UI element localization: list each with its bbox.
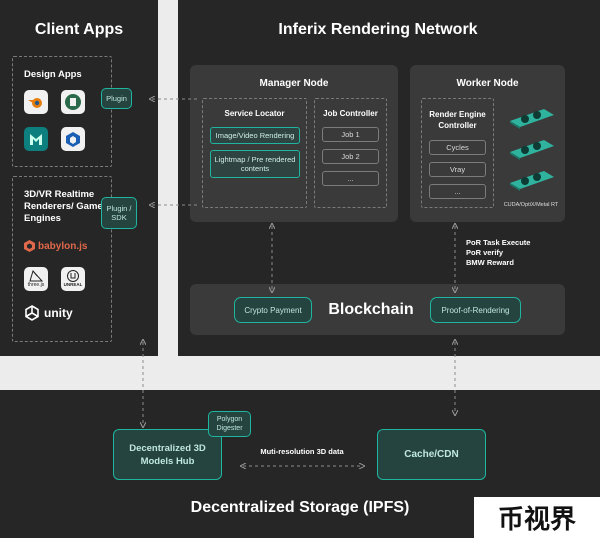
realtime-engines-title: 3D/VR Realtime Renderers/ Game Engines [24,189,103,224]
rendering-network-title: Inferix Rendering Network [278,21,478,38]
blockchain-title: Blockchain [328,301,414,318]
job-2-item: Job 2 [322,149,379,164]
service-locator-title: Service Locator [224,109,285,118]
unity-logo: unity [24,305,73,321]
cycles-item: Cycles [429,140,486,155]
storage-title: Decentralized Storage (IPFS) [190,499,410,516]
unreal-icon: UNREAL [61,267,85,291]
realtime-engines-box [12,176,112,342]
image-video-rendering-item: Image/Video Rendering [210,127,300,144]
vray-item: Vray [429,162,486,177]
proof-of-rendering-tag: Proof-of-Rendering [430,297,521,323]
lightmap-item: Lightmap / Pre rendered contents [210,150,300,178]
blender-icon [24,90,48,114]
service-locator-box [202,98,307,208]
sketchup-icon [61,127,85,151]
watermark-text: 币视界 [497,505,576,535]
job-controller-box [314,98,387,208]
gpu-card-icon [510,140,554,160]
por-verify: PoR verify [466,248,504,257]
client-apps-title: Client Apps [34,21,124,38]
job-1-item: Job 1 [322,127,379,142]
por-task-execute: PoR Task Execute [466,238,531,247]
multires-label: Muti-resolution 3D data [260,447,344,456]
bmw-reward: BMW Reward [466,258,514,267]
design-apps-title: Design Apps [24,69,82,80]
gpu-label: CUDA/OptiX/Metal RT [503,202,559,208]
polygon-digester-tag: Polygon Digester [208,411,251,437]
render-engine-controller-title: Render Engine Controller [429,110,486,130]
job-controller-title: Job Controller [323,109,378,118]
worker-node-title: Worker Node [456,78,519,89]
engine-more-item: ... [429,184,486,199]
gpu-card-icon [510,171,554,191]
por-notes: PoR Task Execute PoR verify BMW Reward [466,238,530,268]
crypto-payment-tag: Crypto Payment [234,297,312,323]
manager-node-title: Manager Node [259,78,329,89]
gpu-card-icon [510,109,554,129]
cache-cdn-box: Cache/CDN [377,429,486,480]
plugin-sdk-tag: Plugin / SDK [101,197,137,229]
models-hub-box: Decentralized 3D Models Hub [113,429,222,480]
houdini-icon [61,90,85,114]
threejs-icon: three.js [24,267,48,291]
design-apps-box [12,56,112,167]
watermark: 币视界 [474,497,600,538]
plugin-tag: Plugin [101,88,132,109]
render-engine-controller-box [421,98,494,208]
job-more-item: ... [322,171,379,186]
unity-label: unity [44,306,73,320]
babylon-logo: babylon.js [24,240,87,252]
3ds-max-icon [24,127,48,151]
unreal-label: UNREAL [63,282,83,287]
babylon-label: babylon.js [38,240,88,252]
threejs-label: three.js [27,282,45,288]
client-apps-panel [0,0,158,356]
